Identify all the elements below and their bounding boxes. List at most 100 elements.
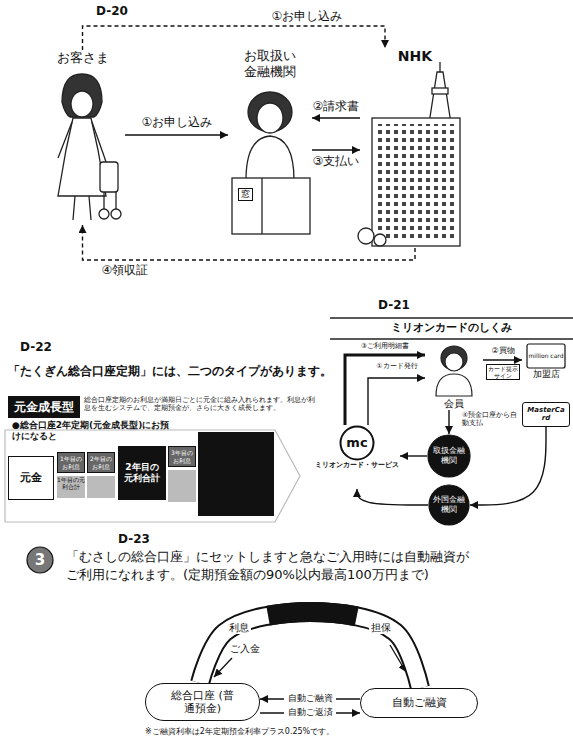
rounded-box: 総合口座 (普通預金): [145, 683, 260, 721]
edge-label: ④預金口座から自動支払: [462, 411, 520, 428]
node-text: mc: [346, 425, 367, 461]
node-caption: ミリオンカード・サービス: [315, 461, 399, 469]
arrow-connector: [312, 149, 360, 150]
edge-label: ①カード発行: [372, 362, 422, 370]
text-label: 利息: [227, 622, 251, 634]
circle-outline: [428, 435, 470, 477]
connector-group: [312, 118, 360, 119]
bank-clerk-figure: [257, 103, 283, 133]
node-text: 取扱金融機関: [432, 446, 466, 465]
bank-clerk-figure: [232, 178, 310, 234]
edge-label: ④領収証: [96, 263, 154, 277]
member-figure: [436, 374, 472, 396]
text-label: ●総合口座2年定期(元金成長型)にお預けになると: [12, 420, 172, 442]
edge-label: ①お申し込み: [138, 115, 216, 129]
text-label: 「むさしの総合口座」にセットしますと急なご入用時には自動融資がご利用になれます。…: [66, 548, 481, 583]
figure-node: お客さま: [40, 50, 125, 225]
connector-group: [368, 378, 425, 425]
node-text: お取扱い 金融機関: [239, 48, 301, 79]
node-text: 外国金融機関: [433, 495, 465, 514]
customer-figure: [73, 196, 91, 220]
process-box: 3年目のお利息: [168, 446, 196, 467]
node-text: 3: [35, 551, 45, 569]
member-figure: [436, 346, 472, 396]
node-text: 元金成長型: [14, 400, 74, 414]
text-label: ※ご融資利率は2年定期預金利率プラス0.25%です。: [145, 727, 565, 737]
nhk-building: [372, 118, 460, 246]
node-text: お客さま: [57, 50, 109, 66]
figure-node: 会員: [425, 343, 483, 410]
connector-group: [483, 360, 522, 361]
growth-graphic: [87, 476, 115, 498]
connector-group: [125, 135, 228, 136]
connector-group: [400, 456, 427, 457]
sign-label: 窓: [238, 188, 253, 201]
circle-node: 外国金融機関: [428, 484, 470, 526]
edge-label: ②買物: [485, 346, 521, 356]
arrow-connector: [470, 427, 546, 505]
process-box: MasterCard: [522, 402, 570, 427]
node-text: 自動ご融資: [392, 696, 447, 709]
customer-figure: [104, 156, 116, 209]
customer-figure: [58, 118, 106, 196]
customer-figure: [100, 162, 118, 192]
arrow-connector: [483, 359, 522, 360]
member-figure: [445, 353, 463, 371]
text-label: ミリオンカードのしくみ: [330, 321, 573, 334]
nhk-building: [374, 234, 386, 246]
member-figure: [441, 346, 467, 370]
figure-node: お取扱い 金融機関: [228, 48, 312, 238]
process-box: 2年目のお利息: [87, 452, 115, 473]
connector-group: [312, 150, 360, 151]
arch-band: [200, 612, 420, 688]
node-caption: 加盟店: [533, 369, 560, 380]
circle-outline: [27, 547, 53, 573]
arrow-connector: [83, 26, 386, 50]
edge-label: ③支払い: [310, 154, 362, 168]
logo-node: mcミリオンカード・サービス: [314, 425, 400, 489]
node-text: 3年目のお利息: [170, 449, 194, 463]
text-label: 総合口座定期のお利息が満期日ごとに元金に組み入れられます。利息が利息を生むシステ…: [84, 396, 316, 413]
text-label: 1年目の元利合計: [57, 476, 85, 490]
connector-group: [357, 489, 428, 505]
edge-label: ③ご利用明細書: [354, 342, 416, 350]
arrow-connector: [448, 410, 449, 434]
text-label: 担保: [369, 622, 393, 634]
text-label: D-22: [20, 340, 60, 354]
arrow-connector: [400, 455, 427, 456]
connector-group: [470, 427, 546, 505]
growth-graphic: [168, 470, 196, 502]
customer-figure: [71, 91, 93, 117]
node-text: 1年目のお利息: [59, 455, 83, 469]
nhk-building: [439, 62, 440, 72]
node-text: 2年目の元利合計: [122, 462, 162, 484]
arrow-connector: [83, 225, 416, 260]
circle-node: 3: [26, 546, 54, 574]
bank-clerk-figure: [232, 92, 310, 234]
nhk-building: [358, 228, 374, 244]
connector-group: [83, 26, 386, 50]
edge-label: ①お申し込み: [268, 9, 346, 23]
bank-clerk-figure: [246, 136, 294, 180]
growth-graphic: [198, 432, 274, 516]
customer-figure: [58, 122, 104, 158]
arrow-connector: [368, 378, 425, 425]
circle-node: 取扱金融機関: [427, 434, 471, 478]
band-dark-segment: [200, 612, 420, 688]
text-label: D-21: [378, 298, 418, 312]
edge-label: ②請求書: [310, 99, 362, 113]
customer-figure: [62, 74, 102, 117]
node-text: 総合口座 (普通預金): [168, 689, 238, 715]
node-text: 会員: [444, 398, 464, 410]
growth-graphic: [57, 476, 85, 498]
title-bar-rule: [330, 338, 573, 340]
rounded-box: 自動ご融資: [360, 688, 478, 718]
logo-node: million card加盟店: [522, 343, 570, 393]
edge-label: 自動ご返済: [284, 707, 336, 718]
nhk-building: [358, 62, 460, 246]
customer-figure: [58, 74, 121, 220]
connector-group: [449, 410, 450, 434]
logo-outline: [527, 344, 565, 368]
process-box: 元金: [8, 456, 54, 500]
